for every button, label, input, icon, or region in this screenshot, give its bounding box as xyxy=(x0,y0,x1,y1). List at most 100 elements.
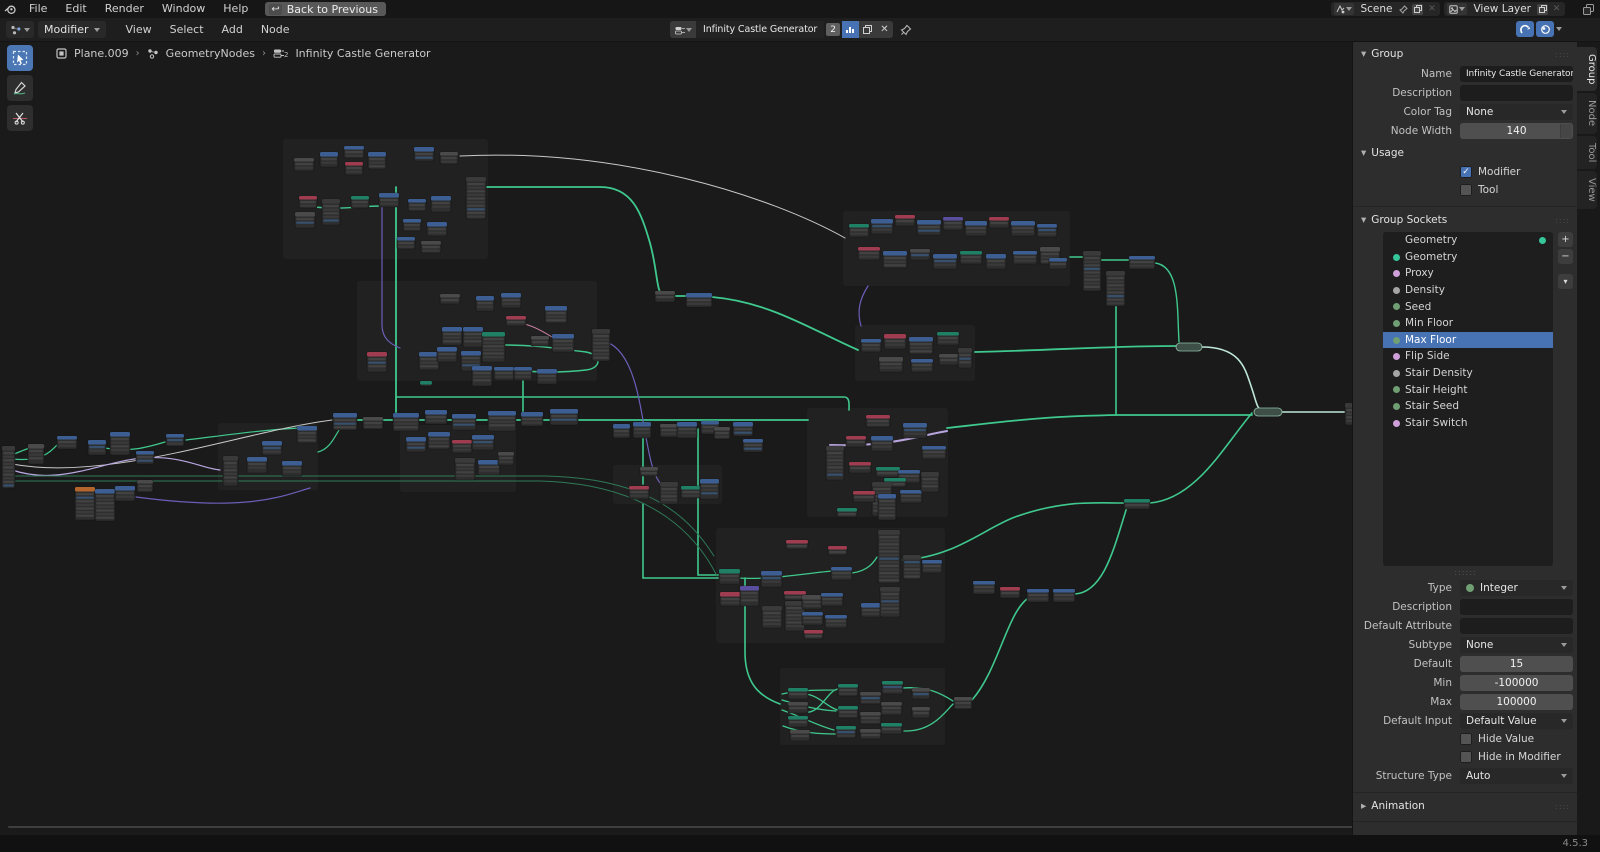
menu-help[interactable]: Help xyxy=(223,2,249,15)
view-layer-name[interactable]: View Layer xyxy=(1473,3,1531,15)
group-sockets-panel-header[interactable]: ▾ Group Sockets :::: xyxy=(1361,214,1570,226)
socket-item-geometry[interactable]: Geometry xyxy=(1383,249,1553,266)
menu-render[interactable]: Render xyxy=(104,2,144,15)
menu-view[interactable]: View xyxy=(125,23,152,36)
horizontal-scrollbar[interactable] xyxy=(8,826,1408,828)
close-icon[interactable]: ✕ xyxy=(875,21,893,38)
node-group-name[interactable]: Infinity Castle Generator xyxy=(696,21,825,38)
min-value-field[interactable]: -100000 xyxy=(1460,674,1573,691)
socket-type-dropdown[interactable]: Integer xyxy=(1460,579,1573,596)
field-stepper[interactable] xyxy=(1560,123,1572,138)
snap-mode-icon[interactable] xyxy=(1536,21,1554,37)
workspace-icon[interactable] xyxy=(1583,3,1594,15)
sidebar-tab-view[interactable]: View xyxy=(1577,171,1597,209)
group-description-field[interactable] xyxy=(1460,84,1573,101)
users-count-badge[interactable]: 2 xyxy=(826,23,840,36)
status-bar: 4.5.3 xyxy=(0,835,1600,852)
links-cut-tool[interactable] xyxy=(7,105,33,131)
tool-checkbox[interactable] xyxy=(1460,184,1472,196)
default-value-field[interactable]: 15 xyxy=(1460,655,1573,672)
node-row xyxy=(1084,285,1100,288)
sidebar-tab-node[interactable]: Node xyxy=(1577,93,1597,134)
list-resize-grip[interactable]: :::::: xyxy=(1454,568,1477,577)
structure-type-dropdown[interactable]: Auto xyxy=(1460,767,1573,784)
socket-item-seed[interactable]: Seed xyxy=(1383,298,1553,315)
menu-edit[interactable]: Edit xyxy=(65,2,87,15)
new-copy-icon[interactable] xyxy=(858,21,876,38)
menu-add[interactable]: Add xyxy=(221,23,243,36)
socket-item-max-floor[interactable]: Max Floor xyxy=(1383,331,1553,349)
back-arrow-icon: ↩ xyxy=(269,3,282,15)
node-row xyxy=(940,359,958,362)
socket-item-geometry[interactable]: Geometry xyxy=(1383,232,1553,249)
scene-name[interactable]: Scene xyxy=(1360,3,1393,15)
node[interactable] xyxy=(591,328,611,362)
view-layer-selector[interactable]: View Layer ✕ xyxy=(1444,2,1565,16)
scene-icon[interactable] xyxy=(1334,3,1355,15)
scene-selector[interactable]: Scene ✕ xyxy=(1331,2,1441,16)
remove-socket-button[interactable]: − xyxy=(1558,249,1573,264)
menu-node[interactable]: Node xyxy=(260,23,290,36)
select-box-tool[interactable] xyxy=(7,45,33,71)
modifier-checkbox[interactable]: ✓ xyxy=(1460,166,1472,178)
default-attribute-field[interactable] xyxy=(1460,617,1573,634)
blender-logo-icon[interactable] xyxy=(0,0,20,18)
node-row xyxy=(879,550,899,553)
annotate-tool[interactable] xyxy=(7,75,33,101)
collapsed-node[interactable] xyxy=(1253,407,1283,417)
menu-select[interactable]: Select xyxy=(169,23,204,36)
fake-user-icon[interactable] xyxy=(841,21,859,38)
socket-item-stair-switch[interactable]: Stair Switch xyxy=(1383,415,1553,432)
socket-item-min-floor[interactable]: Min Floor xyxy=(1383,315,1553,332)
node-row xyxy=(879,554,899,557)
pin-icon[interactable] xyxy=(900,24,912,36)
socket-item-flip-side[interactable]: Flip Side xyxy=(1383,348,1553,365)
breadcrumb-object[interactable]: Plane.009 xyxy=(74,47,129,60)
node-row xyxy=(479,466,499,469)
max-value-field[interactable]: 100000 xyxy=(1460,693,1573,710)
group-name-field[interactable]: Infinity Castle Generator xyxy=(1460,65,1573,82)
node-header xyxy=(419,352,439,357)
unlink-icon[interactable]: ✕ xyxy=(1428,4,1436,14)
pin-icon[interactable] xyxy=(1398,4,1409,15)
subtype-dropdown[interactable]: None xyxy=(1460,636,1573,653)
node-tree-icon-button[interactable] xyxy=(670,21,696,38)
socket-description-field[interactable] xyxy=(1460,598,1573,615)
socket-item-proxy[interactable]: Proxy xyxy=(1383,265,1553,282)
color-tag-dropdown[interactable]: None xyxy=(1460,103,1573,120)
breadcrumb-node-group[interactable]: Infinity Castle Generator xyxy=(295,47,431,60)
menu-file[interactable]: File xyxy=(29,2,48,15)
socket-specials-menu-button[interactable]: ▾ xyxy=(1558,274,1573,289)
collapsed-node[interactable] xyxy=(1175,342,1203,352)
sidebar-tab-group[interactable]: Group xyxy=(1577,47,1597,92)
back-to-previous-button[interactable]: ↩ Back to Previous xyxy=(265,2,386,16)
mode-dropdown[interactable]: Modifier xyxy=(38,21,107,38)
node[interactable] xyxy=(94,488,116,522)
socket-item-density[interactable]: Density xyxy=(1383,282,1553,299)
chevron-down-icon[interactable] xyxy=(1556,27,1562,31)
animation-panel-header[interactable]: ▸ Animation :::: xyxy=(1361,800,1570,812)
default-input-dropdown[interactable]: Default Value xyxy=(1460,712,1573,729)
node-width-field[interactable]: 140 xyxy=(1460,122,1573,139)
socket-item-stair-height[interactable]: Stair Height xyxy=(1383,381,1553,398)
copy-icon[interactable] xyxy=(1412,3,1424,15)
group-panel-header[interactable]: ▾ Group :::: xyxy=(1361,48,1570,60)
add-socket-button[interactable]: + xyxy=(1558,232,1573,247)
node-header xyxy=(912,707,930,711)
menu-window[interactable]: Window xyxy=(161,2,206,15)
breadcrumb-modifier[interactable]: GeometryNodes xyxy=(165,47,255,60)
sidebar-tab-tool[interactable]: Tool xyxy=(1577,135,1597,169)
socket-item-stair-seed[interactable]: Stair Seed xyxy=(1383,398,1553,415)
hide-in-modifier-checkbox[interactable] xyxy=(1460,751,1472,763)
editor-type-button[interactable] xyxy=(6,21,34,38)
socket-item-stair-density[interactable]: Stair Density xyxy=(1383,365,1553,382)
usage-subpanel-header[interactable]: ▾ Usage xyxy=(1361,147,1404,159)
node-header xyxy=(849,224,869,228)
snap-magnet-icon[interactable] xyxy=(1516,21,1534,37)
remove-icon[interactable]: ✕ xyxy=(1552,4,1561,14)
view-layer-icon[interactable] xyxy=(1447,3,1468,15)
node-row xyxy=(300,204,316,207)
copy-icon[interactable] xyxy=(1537,3,1548,15)
hide-value-checkbox[interactable] xyxy=(1460,733,1472,745)
